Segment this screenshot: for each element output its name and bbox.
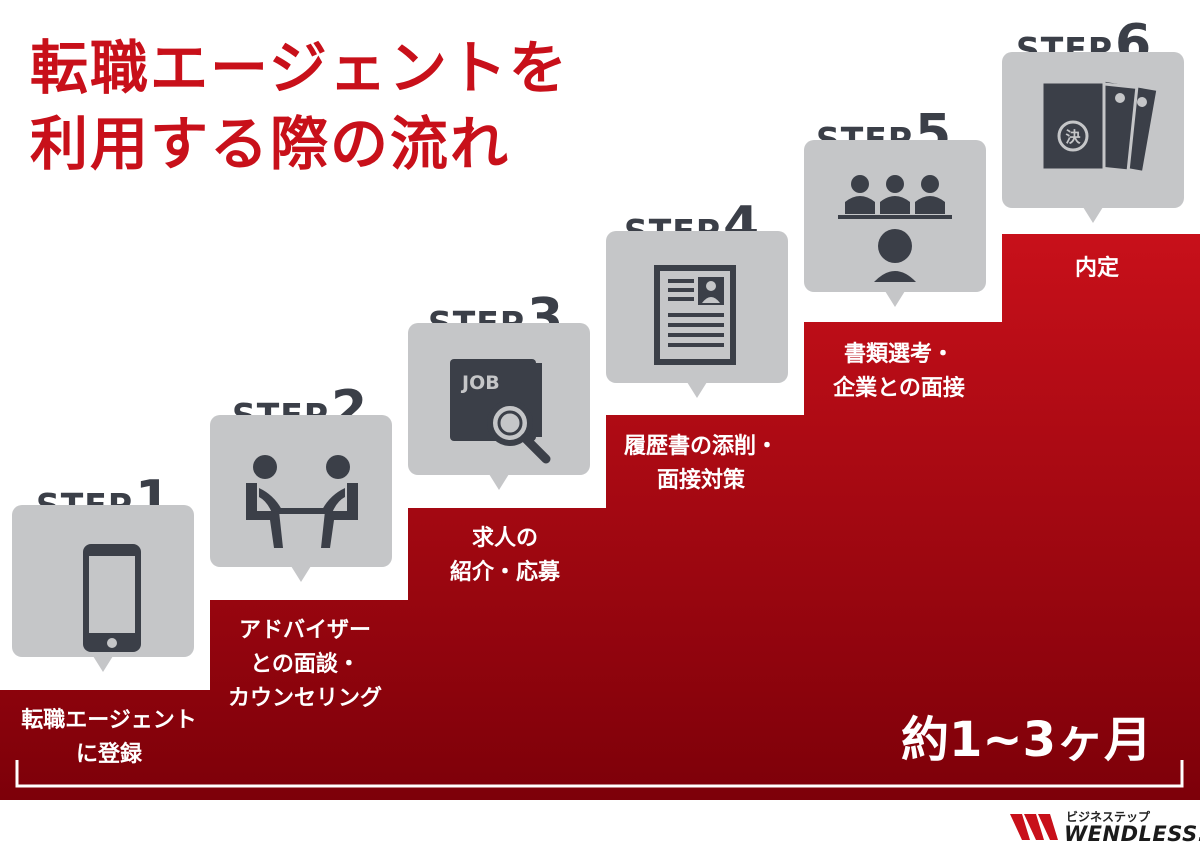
step-2-card — [210, 415, 392, 582]
step-5-line-2: 企業との面接 — [833, 376, 965, 401]
consultation-icon — [246, 455, 358, 548]
decision-badge: 決 — [1065, 128, 1081, 146]
duration-bracket — [15, 760, 1184, 788]
step-4-line-2: 面接対策 — [656, 468, 745, 493]
step-3-card: JOB — [408, 323, 590, 490]
step-6-card: 決 — [1002, 52, 1184, 223]
card-pointer — [1083, 207, 1103, 223]
staircase-shape — [0, 234, 1200, 800]
step-4-line-1: 履歴書の添削・ — [623, 434, 778, 459]
step-2-line-1: アドバイザー — [238, 618, 371, 643]
page-title: 転職エージェントを 利用する際の流れ — [30, 30, 569, 182]
step-2-line-3: カウンセリング — [227, 686, 382, 711]
title-line-2: 利用する際の流れ — [30, 110, 511, 178]
step-6-text: 内定 — [992, 252, 1200, 286]
logo-name: WENDLESS... — [1064, 822, 1200, 846]
card-pointer — [885, 291, 905, 307]
step-4-text: 履歴書の添削・ 面接対策 — [596, 430, 806, 498]
step-4-card — [606, 231, 788, 398]
job-label: JOB — [460, 372, 500, 394]
step-1-line-2: に登録 — [75, 742, 142, 767]
step-2-line-2: との面談・ — [250, 652, 360, 677]
duration-label: 約1~3ヶ月 — [900, 712, 1152, 768]
step-6-line-1: 内定 — [1074, 256, 1119, 281]
step-2-text: アドバイザー との面談・ カウンセリング — [200, 614, 410, 716]
step-1-line-1: 転職エージェント — [21, 708, 197, 733]
step-3-line-1: 求人の — [471, 526, 538, 551]
step-1-card — [12, 505, 194, 672]
interview-panel-icon — [838, 175, 952, 282]
job-offer-documents-icon: 決 — [1040, 77, 1160, 175]
step-3-line-2: 紹介・応募 — [449, 560, 560, 585]
card-pointer — [687, 382, 707, 398]
logo-subtitle: ビジネステップ — [1066, 810, 1151, 824]
card-pointer — [93, 656, 113, 672]
step-1-text: 転職エージェント に登録 — [4, 704, 214, 772]
step-5-card — [804, 140, 986, 307]
resume-icon — [654, 265, 736, 365]
job-search-icon: JOB — [450, 359, 551, 464]
wendless-logo-icon — [1010, 814, 1058, 840]
smartphone-icon — [83, 544, 141, 652]
step-5-text: 書類選考・ 企業との面接 — [794, 338, 1004, 406]
card-pointer — [489, 474, 509, 490]
title-line-1: 転職エージェントを — [30, 34, 569, 102]
step-3-text: 求人の 紹介・応募 — [400, 522, 610, 590]
card-pointer — [291, 566, 311, 582]
step-5-line-1: 書類選考・ — [843, 342, 954, 367]
